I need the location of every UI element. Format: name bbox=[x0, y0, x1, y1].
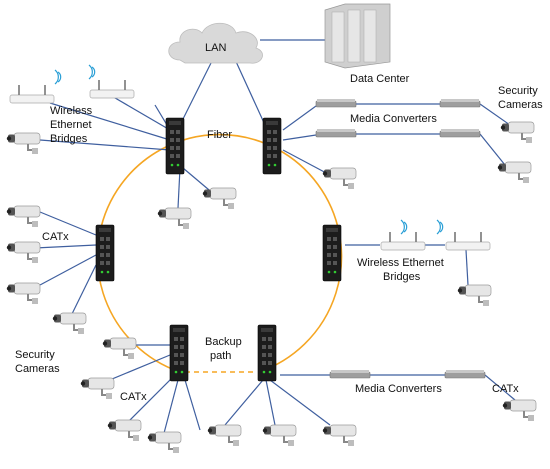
camera-icon bbox=[5, 132, 42, 155]
lan-cloud: LAN bbox=[168, 22, 263, 64]
wireless-bridges-left-label-2: Ethernet bbox=[50, 119, 92, 131]
media-converter-bottom-1 bbox=[329, 369, 371, 379]
camera-icon bbox=[456, 284, 492, 307]
backup-path-label-1: Backup bbox=[205, 336, 242, 348]
camera-icon bbox=[501, 399, 537, 422]
media-converters-bottom-label: Media Converters bbox=[355, 383, 442, 395]
wifi-icon bbox=[436, 219, 444, 235]
media-converter-top-1 bbox=[315, 98, 357, 108]
switch-right bbox=[322, 224, 342, 282]
switch-top-right bbox=[262, 117, 282, 175]
camera-icon bbox=[496, 161, 532, 184]
wireless-bridges-right-label-2: Bridges bbox=[383, 271, 421, 283]
security-cameras-top-label-2: Cameras bbox=[498, 99, 543, 111]
security-cameras-left-label-1: Security bbox=[15, 349, 55, 361]
catx-bottom-right-label: CATx bbox=[492, 383, 519, 395]
camera-icon bbox=[321, 167, 357, 190]
lan-label: LAN bbox=[205, 42, 226, 54]
media-converters-top-label: Media Converters bbox=[350, 113, 437, 125]
camera-icon bbox=[101, 337, 137, 360]
catx-bottom-left-label: CATx bbox=[120, 391, 147, 403]
wireless-bridge-right-1 bbox=[380, 231, 426, 251]
camera-icon bbox=[5, 205, 42, 228]
wireless-bridges-left-label-3: Bridges bbox=[50, 133, 88, 145]
network-links bbox=[34, 39, 516, 438]
wifi-icon bbox=[54, 69, 62, 85]
fiber-label: Fiber bbox=[207, 129, 232, 141]
camera-icon bbox=[51, 312, 87, 335]
camera-icon bbox=[261, 424, 297, 447]
wireless-bridge-left-2 bbox=[89, 79, 135, 99]
switch-bottom-left bbox=[169, 324, 189, 382]
wifi-icon bbox=[88, 64, 96, 80]
backup-path-label-2: path bbox=[210, 350, 231, 362]
camera-icon bbox=[146, 431, 182, 454]
camera-icon bbox=[5, 282, 42, 305]
switch-top-left bbox=[165, 117, 185, 175]
wireless-bridges-left-label-1: Wireless bbox=[50, 105, 93, 117]
media-converter-bottom-2 bbox=[444, 369, 486, 379]
camera-icon bbox=[206, 424, 242, 447]
camera-icon bbox=[201, 187, 237, 210]
wireless-bridge-left-1 bbox=[9, 84, 55, 104]
security-cameras-left-label-2: Cameras bbox=[15, 363, 60, 375]
data-center-server: Data Center bbox=[324, 3, 410, 85]
switch-left bbox=[95, 224, 115, 282]
media-converter-top-2 bbox=[439, 98, 481, 108]
camera-icon bbox=[79, 377, 115, 400]
catx-left-label: CATx bbox=[42, 231, 69, 243]
fiber-ring bbox=[96, 133, 343, 373]
media-converter-top-3 bbox=[315, 128, 357, 138]
security-cameras-top-label-1: Security bbox=[498, 85, 538, 97]
wireless-bridges-right-label-1: Wireless Ethernet bbox=[357, 257, 444, 269]
wifi-icon bbox=[400, 219, 408, 235]
camera-icon bbox=[106, 419, 142, 442]
media-converter-top-4 bbox=[439, 128, 481, 138]
data-center-label: Data Center bbox=[350, 73, 410, 85]
switch-bottom-right bbox=[257, 324, 277, 382]
wireless-bridge-right-2 bbox=[445, 231, 491, 251]
camera-icon bbox=[499, 121, 535, 144]
camera-icon bbox=[5, 241, 42, 264]
camera-icon bbox=[156, 207, 192, 230]
camera-icon bbox=[321, 424, 357, 447]
